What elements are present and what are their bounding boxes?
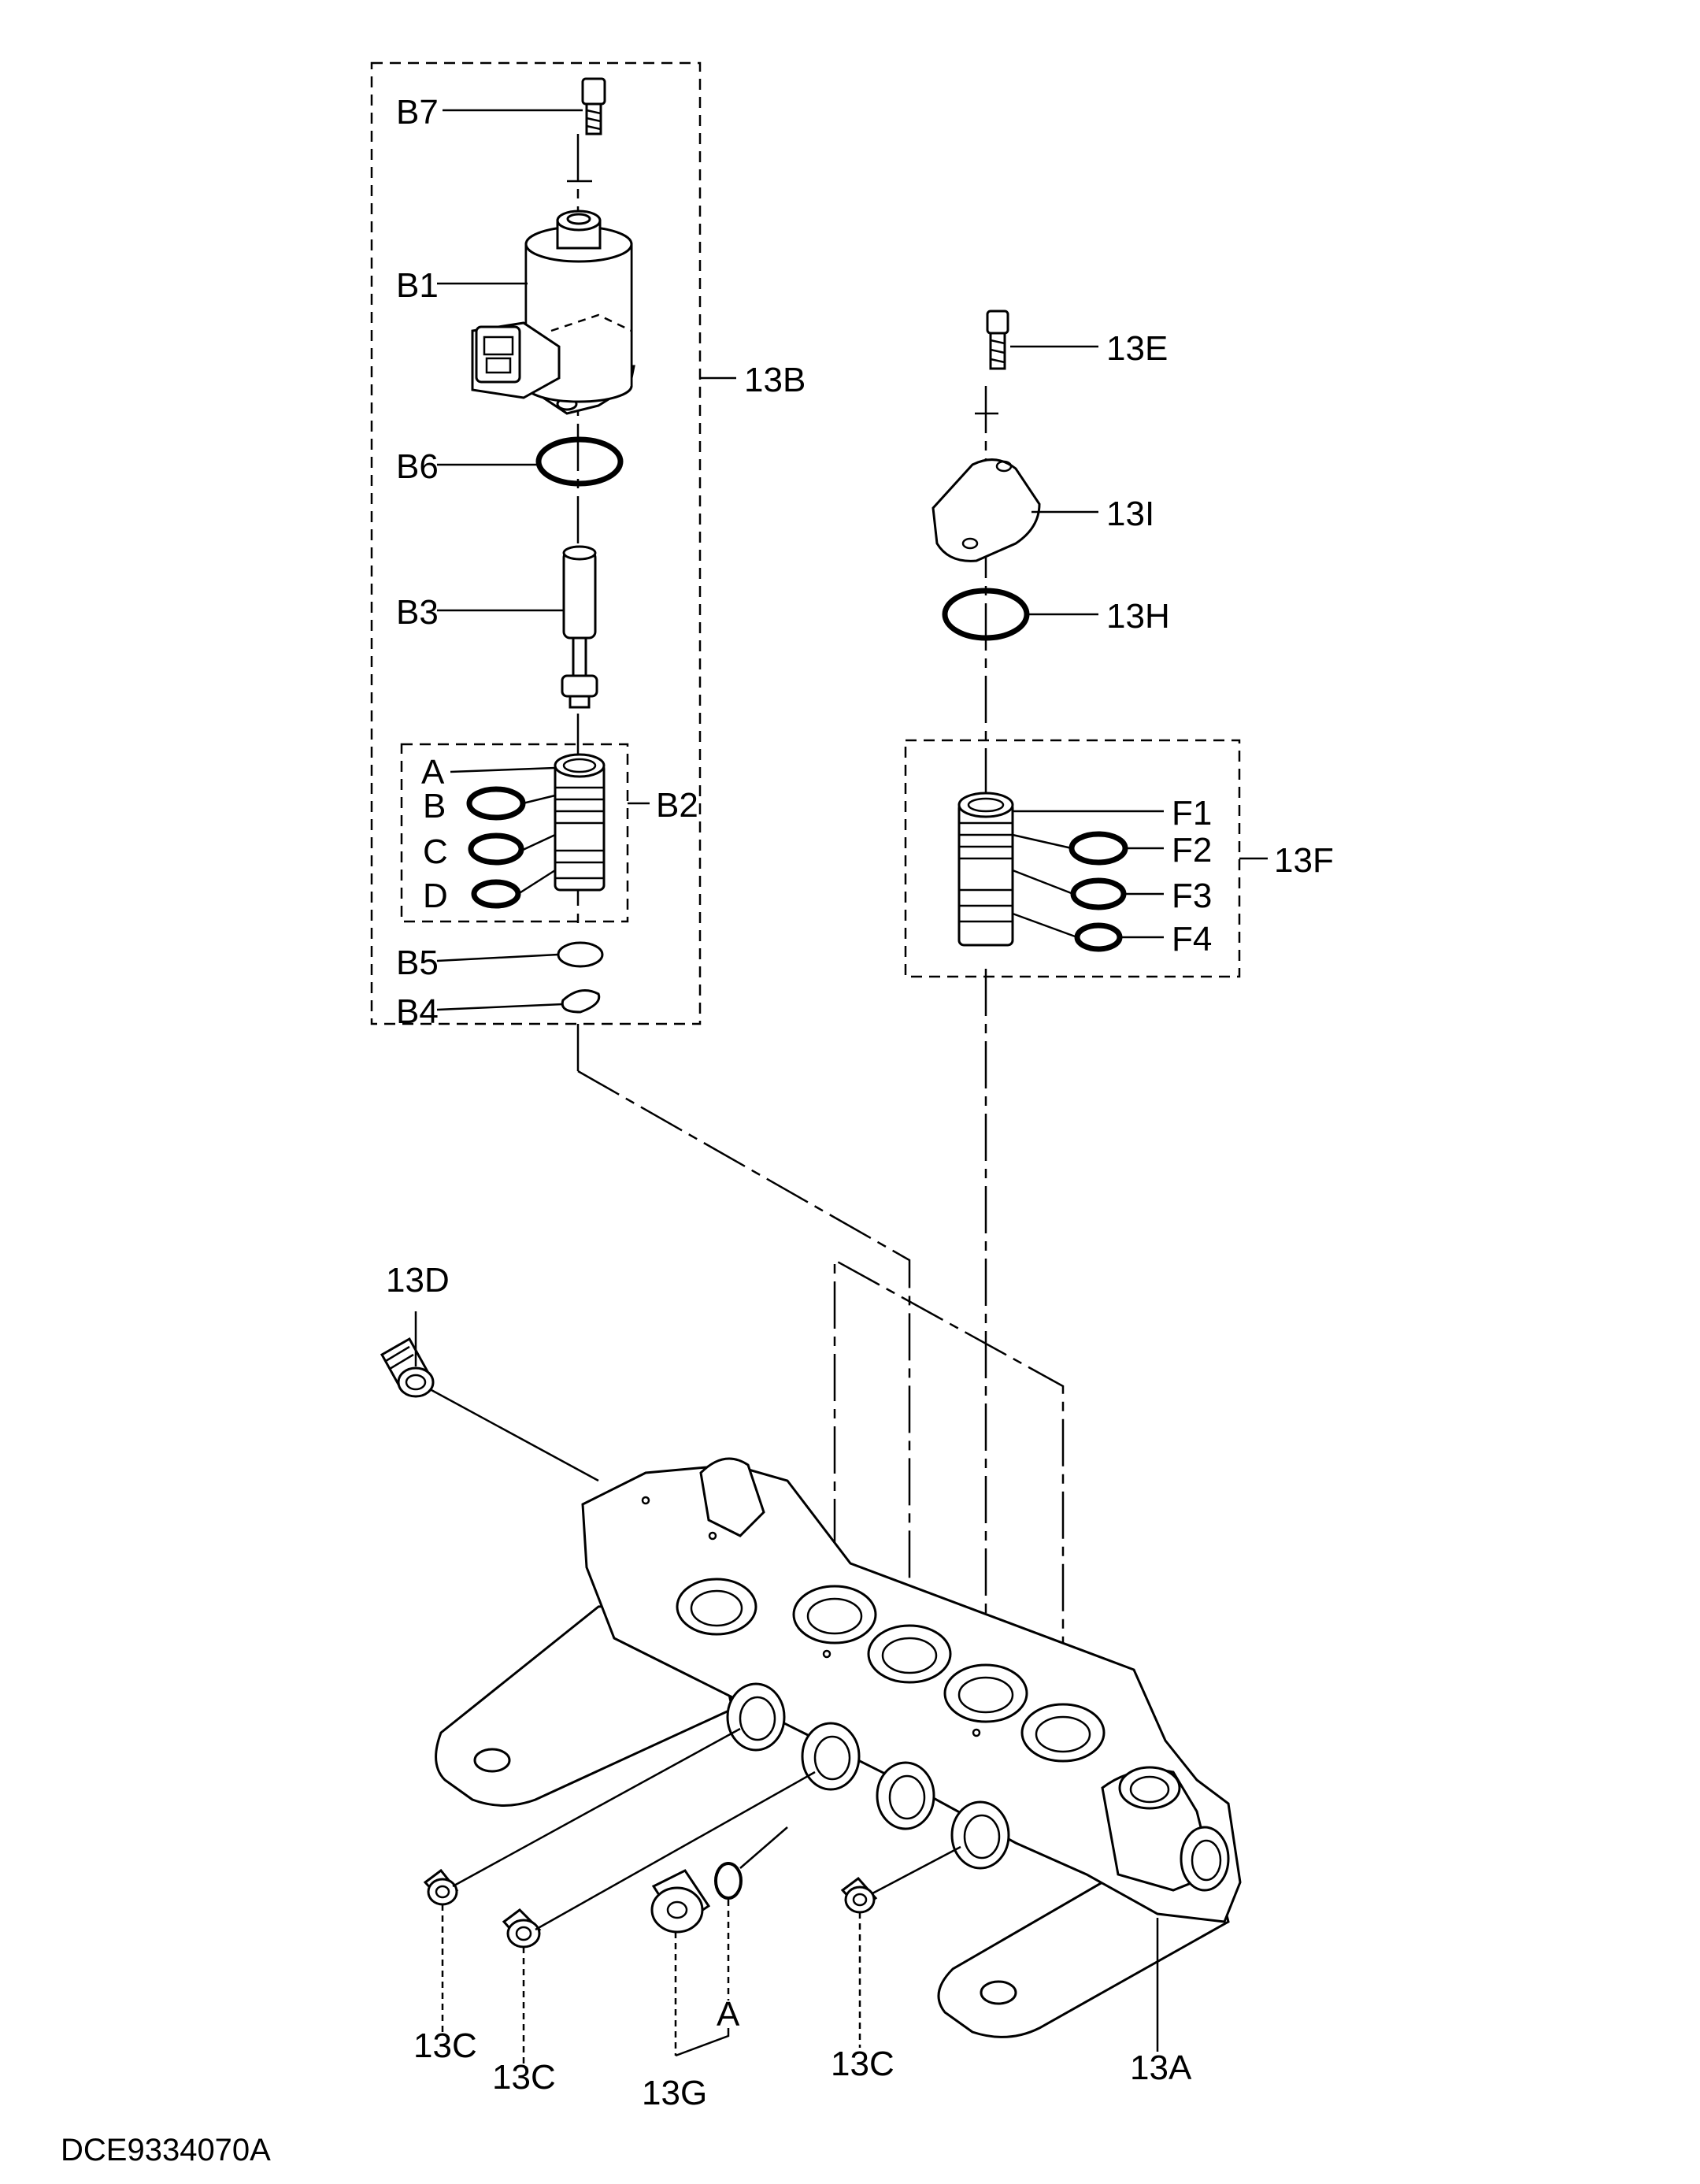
plug-13d xyxy=(380,1337,435,1398)
o-ring-f2 xyxy=(1069,831,1128,866)
label-f3: F3 xyxy=(1172,877,1212,915)
label-b7: B7 xyxy=(396,93,439,132)
cartridge-b2 xyxy=(554,753,606,892)
label-b3: B3 xyxy=(396,593,439,632)
cartridge-f1 xyxy=(957,792,1014,947)
label-13c-right: 13C xyxy=(831,2045,894,2083)
group-13f-box xyxy=(904,739,1241,978)
o-ring-b xyxy=(466,786,526,821)
leader-lines xyxy=(414,109,1268,2052)
label-13c-left: 13C xyxy=(413,2026,477,2065)
plate-b5 xyxy=(557,941,604,968)
label-f2: F2 xyxy=(1172,831,1212,870)
label-13b: 13B xyxy=(744,361,806,399)
label-b5: B5 xyxy=(396,944,439,982)
label-13f: 13F xyxy=(1274,841,1334,880)
o-ring-f3 xyxy=(1070,877,1127,910)
spool-b3 xyxy=(561,545,598,709)
cover-13i xyxy=(931,458,1041,562)
plug-13c-left xyxy=(423,1868,459,1906)
label-13a: 13A xyxy=(1130,2049,1192,2087)
label-b1: B1 xyxy=(396,266,439,305)
label-b4: B4 xyxy=(396,992,439,1031)
group-b2-box xyxy=(400,743,629,923)
manifold-13a xyxy=(435,1457,1242,2038)
plug-13g xyxy=(650,1869,711,1934)
label-13i: 13I xyxy=(1106,495,1154,533)
bottom-leaders xyxy=(441,1900,861,2063)
plug-13c-middle xyxy=(502,1908,542,1949)
label-13c-middle: 13C xyxy=(492,2058,556,2097)
group-13b-box xyxy=(370,61,702,1025)
bolt-13e xyxy=(986,310,1009,370)
drawing-number: DCE9334070A xyxy=(61,2133,271,2167)
o-ring-b6 xyxy=(535,436,624,487)
o-ring-13g-a xyxy=(714,1862,743,1900)
label-13d: 13D xyxy=(386,1261,450,1300)
label-13g-a: A xyxy=(717,1995,740,2034)
o-ring-f4 xyxy=(1074,922,1123,952)
solenoid-b1 xyxy=(471,210,635,415)
label-f4: F4 xyxy=(1172,920,1212,959)
label-b2-c: C xyxy=(423,832,448,871)
label-b6: B6 xyxy=(396,447,439,486)
label-f1: F1 xyxy=(1172,794,1212,832)
plug-13c-right xyxy=(840,1876,878,1914)
o-ring-c xyxy=(468,832,524,866)
bolt-b7 xyxy=(581,77,606,135)
label-13h: 13H xyxy=(1106,597,1170,636)
label-b2: B2 xyxy=(656,786,698,825)
label-13e: 13E xyxy=(1106,329,1168,368)
ring-b4 xyxy=(561,989,601,1014)
label-b2-d: D xyxy=(423,877,448,915)
o-ring-d xyxy=(471,879,521,909)
label-13g: 13G xyxy=(642,2074,707,2112)
label-b2-b: B xyxy=(423,787,446,825)
label-b2-a: A xyxy=(421,753,445,792)
